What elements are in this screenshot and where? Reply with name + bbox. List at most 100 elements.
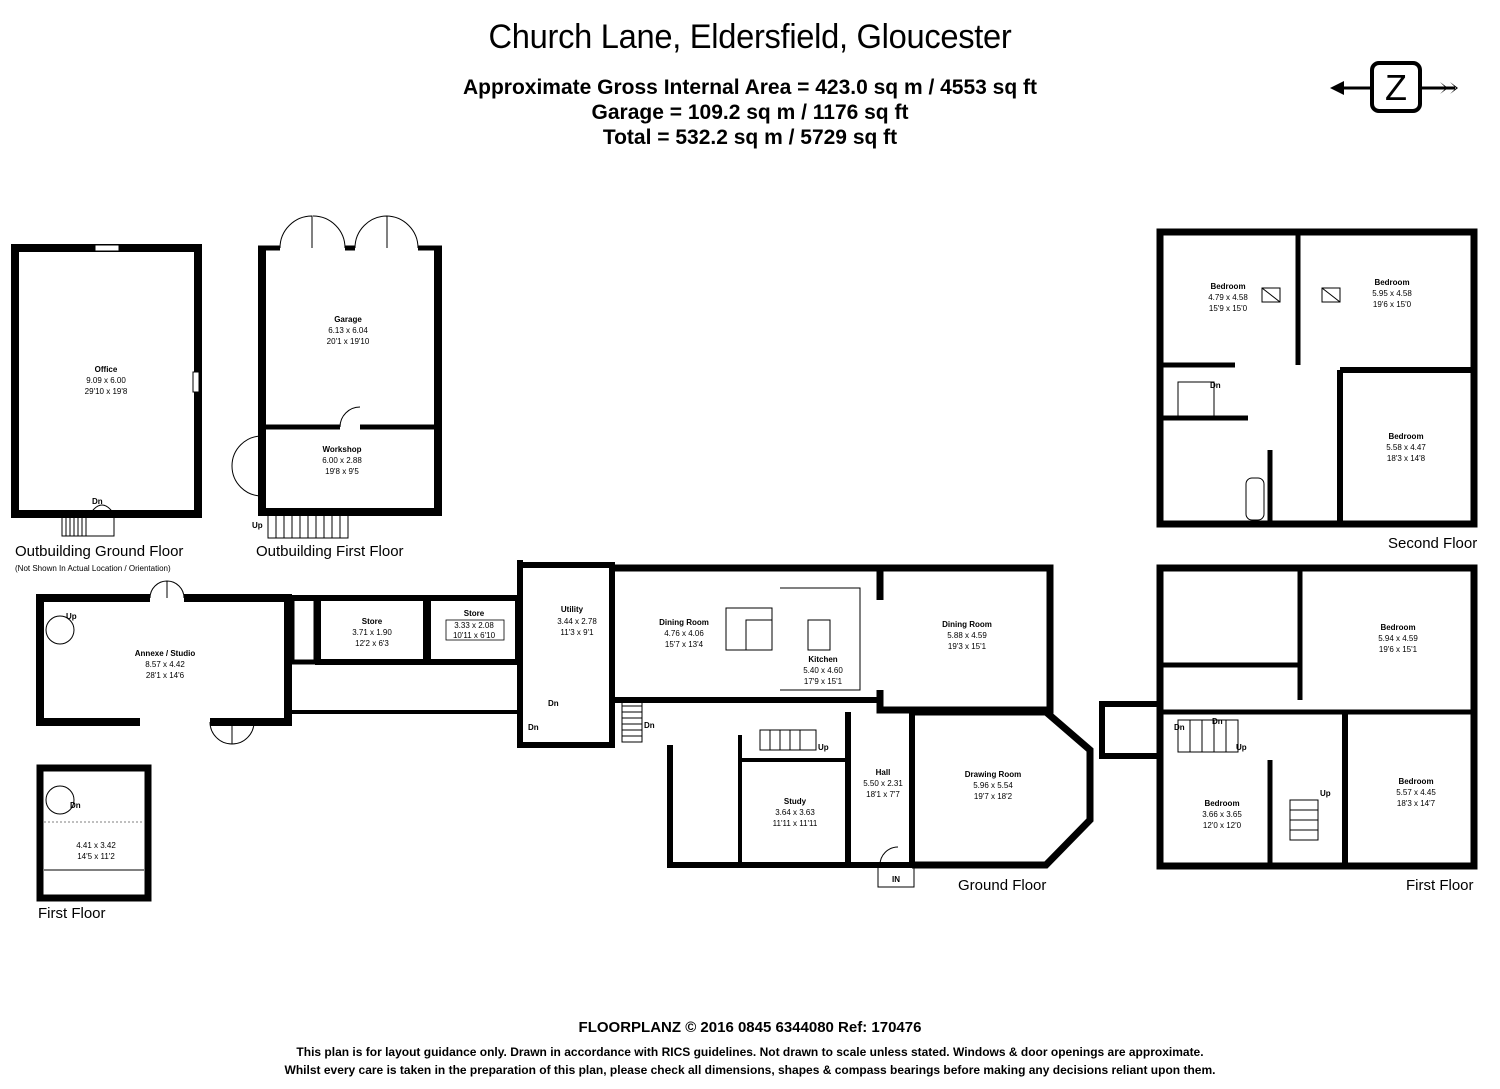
ff-up-1: Up <box>1236 743 1247 752</box>
sf-bed3-ft: 18'3 x 14'8 <box>1387 454 1426 463</box>
sf-dn-1: Dn <box>1210 381 1221 390</box>
ff-dn-1: Dn <box>1174 723 1185 732</box>
floor-label-first-small: First Floor <box>38 905 106 922</box>
sf-bed2-m: 5.95 x 4.58 <box>1372 289 1412 298</box>
drawing-m: 5.96 x 5.54 <box>973 781 1013 790</box>
ff-bed2-m: 3.66 x 3.65 <box>1202 810 1242 819</box>
second-floor <box>1156 228 1478 528</box>
store1-ft: 12'2 x 6'3 <box>355 639 389 648</box>
first-floor <box>1099 564 1478 870</box>
annexe-ft: 28'1 x 14'6 <box>146 671 185 680</box>
dining2-ft: 19'3 x 15'1 <box>948 642 987 651</box>
sf-bed3-name: Bedroom <box>1388 432 1423 441</box>
ff-bed2-name: Bedroom <box>1204 799 1239 808</box>
dining1-ft: 15'7 x 13'4 <box>665 640 704 649</box>
garage-m: 6.13 x 6.04 <box>328 326 368 335</box>
dining2-name: Dining Room <box>942 620 992 629</box>
garage-name: Garage <box>334 315 362 324</box>
floor-label-first: First Floor <box>1406 877 1474 894</box>
office-ft: 29'10 x 19'8 <box>85 387 128 396</box>
ff-dn-2: Dn <box>1212 717 1223 726</box>
utility-name: Utility <box>561 605 584 614</box>
office-m: 9.09 x 6.00 <box>86 376 126 385</box>
outbuilding-location-note: (Not Shown In Actual Location / Orientat… <box>15 564 171 573</box>
sf-bed1-name: Bedroom <box>1210 282 1245 291</box>
ff-bed3-name: Bedroom <box>1398 777 1433 786</box>
ground-floor-labels: Dn Dn Dn Up IN Utility 3.44 x 2.78 11'3 … <box>528 605 1021 884</box>
floor-label-outbuilding-first: Outbuilding First Floor <box>256 543 404 560</box>
ff-bed3-m: 5.57 x 4.45 <box>1396 788 1436 797</box>
footer-disclaimer-1: This plan is for layout guidance only. D… <box>296 1045 1204 1059</box>
garage-doors-icon <box>279 215 419 249</box>
store1-m: 3.71 x 1.90 <box>352 628 392 637</box>
hall-m: 5.50 x 2.31 <box>863 779 903 788</box>
sf-bed3-m: 5.58 x 4.47 <box>1386 443 1426 452</box>
store1-name: Store <box>362 617 383 626</box>
area-line-garage: Garage = 109.2 sq m / 1176 sq ft <box>591 101 909 124</box>
compass-north-arrow-icon: Z <box>1330 61 1458 113</box>
drawing-name: Drawing Room <box>965 770 1021 779</box>
floor-label-ground: Ground Floor <box>958 877 1046 894</box>
annexe-first-ft: 14'5 x 11'2 <box>77 852 115 861</box>
plan-title: Church Lane, Eldersfield, Gloucester <box>488 18 1012 56</box>
dining2-m: 5.88 x 4.59 <box>947 631 987 640</box>
floor-label-second: Second Floor <box>1388 535 1477 552</box>
spiral-stair-icon-2 <box>45 785 75 815</box>
hall-ft: 18'1 x 7'7 <box>866 790 900 799</box>
office-name: Office <box>95 365 118 374</box>
sf-bed2-name: Bedroom <box>1374 278 1409 287</box>
first-floor-labels: Dn Dn Up Up Bedroom 5.94 x 4.59 19'6 x 1… <box>1174 623 1436 830</box>
utility-m: 3.44 x 2.78 <box>557 617 597 626</box>
annexe-first-floor: Dn 4.41 x 3.42 14'5 x 11'2 <box>36 764 152 902</box>
kitchen-m: 5.40 x 4.60 <box>803 666 843 675</box>
annexe-up-marker: Up <box>66 612 77 621</box>
compass-letter: Z <box>1385 67 1407 108</box>
floor-label-outbuilding-ground: Outbuilding Ground Floor <box>15 543 183 560</box>
study-ft: 11'11 x 11'11 <box>773 819 818 828</box>
ff-bed1-m: 5.94 x 4.59 <box>1378 634 1418 643</box>
area-line-gross: Approximate Gross Internal Area = 423.0 … <box>462 76 1038 99</box>
dining1-m: 4.76 x 4.06 <box>664 629 704 638</box>
hall-name: Hall <box>876 768 891 777</box>
store2-ft: 10'11 x 6'10 <box>453 631 496 640</box>
ground-floor <box>517 560 1094 888</box>
ff-bed2-ft: 12'0 x 12'0 <box>1203 821 1242 830</box>
workshop-ft: 19'8 x 9'5 <box>325 467 359 476</box>
dining1-name: Dining Room <box>659 618 709 627</box>
gf-dn-1: Dn <box>548 699 559 708</box>
gf-up-1: Up <box>818 743 829 752</box>
study-m: 3.64 x 3.63 <box>775 808 815 817</box>
office-room: Office 9.09 x 6.00 29'10 x 19'8 Dn <box>11 244 202 537</box>
gf-dn-2: Dn <box>528 723 539 732</box>
workshop-m: 6.00 x 2.88 <box>322 456 362 465</box>
annexe-building: Up Annexe / Studio 8.57 x 4.42 28'1 x 14… <box>36 580 521 745</box>
ff-bed3-ft: 18'3 x 14'7 <box>1397 799 1436 808</box>
store2-name: Store <box>464 609 485 618</box>
footer-disclaimer-2: Whilst every care is taken in the prepar… <box>284 1063 1216 1077</box>
spiral-stair-icon <box>45 615 75 645</box>
workshop-stairs-icon <box>267 511 349 539</box>
garage-ft: 20'1 x 19'10 <box>327 337 370 346</box>
gf-in-marker: IN <box>892 875 900 884</box>
sf-bed1-ft: 15'9 x 15'0 <box>1209 304 1248 313</box>
ff-bed1-name: Bedroom <box>1380 623 1415 632</box>
office-dn-marker: Dn <box>92 497 103 506</box>
annexe-first-dn: Dn <box>70 801 81 810</box>
footer-credit: FLOORPLANZ © 2016 0845 6344080 Ref: 1704… <box>578 1019 922 1036</box>
sf-bed1-m: 4.79 x 4.58 <box>1208 293 1248 302</box>
area-line-total: Total = 532.2 sq m / 5729 sq ft <box>602 126 898 149</box>
gf-dn-3: Dn <box>644 721 655 730</box>
garage-building: Garage 6.13 x 6.04 20'1 x 19'10 Workshop… <box>231 215 442 539</box>
annexe-first-m: 4.41 x 3.42 <box>76 841 116 850</box>
kitchen-ft: 17'9 x 15'1 <box>804 677 843 686</box>
ff-up-2: Up <box>1320 789 1331 798</box>
study-name: Study <box>784 797 807 806</box>
kitchen-name: Kitchen <box>808 655 837 664</box>
annexe-name: Annexe / Studio <box>135 649 196 658</box>
workshop-up-marker: Up <box>252 521 263 530</box>
workshop-name: Workshop <box>323 445 362 454</box>
annexe-m: 8.57 x 4.42 <box>145 660 185 669</box>
drawing-ft: 19'7 x 18'2 <box>974 792 1013 801</box>
office-stairs-icon <box>61 504 115 537</box>
